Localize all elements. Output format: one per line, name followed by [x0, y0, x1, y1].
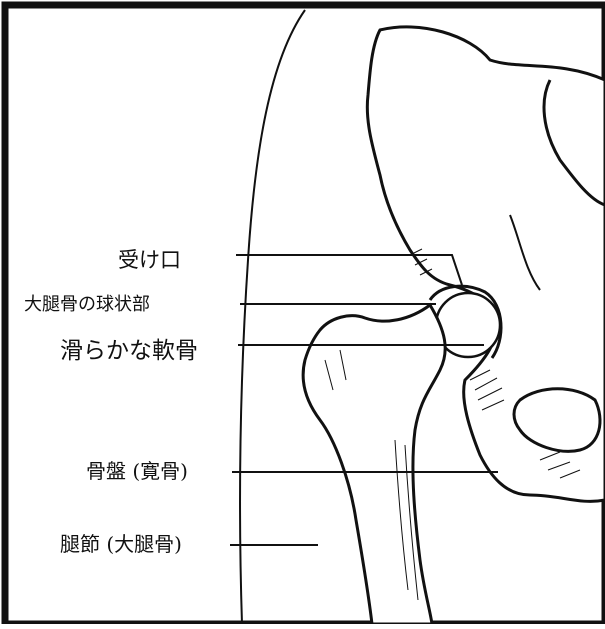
- pelvic-inner-ridge: [509, 214, 541, 291]
- label-pelvis: 骨盤 (寛骨): [86, 459, 188, 483]
- label-femoral-head: 大腿骨の球状部: [24, 294, 150, 315]
- cartilage-cup: [428, 284, 503, 359]
- label-cartilage: 滑らかな軟骨: [60, 338, 198, 364]
- pelvis-bone: [365, 25, 605, 503]
- sacrum: [542, 79, 605, 207]
- leader-lines: [230, 254, 498, 546]
- femur-bone: [301, 302, 447, 626]
- pelvis-shading: [409, 248, 581, 479]
- leader-socket: [236, 254, 463, 286]
- label-socket: 受け口: [118, 248, 181, 272]
- femur-shading: [324, 349, 419, 601]
- body-outline: [239, 9, 306, 625]
- label-femur: 腿節 (大腿骨): [60, 532, 182, 556]
- obturator-foramen: [512, 387, 602, 453]
